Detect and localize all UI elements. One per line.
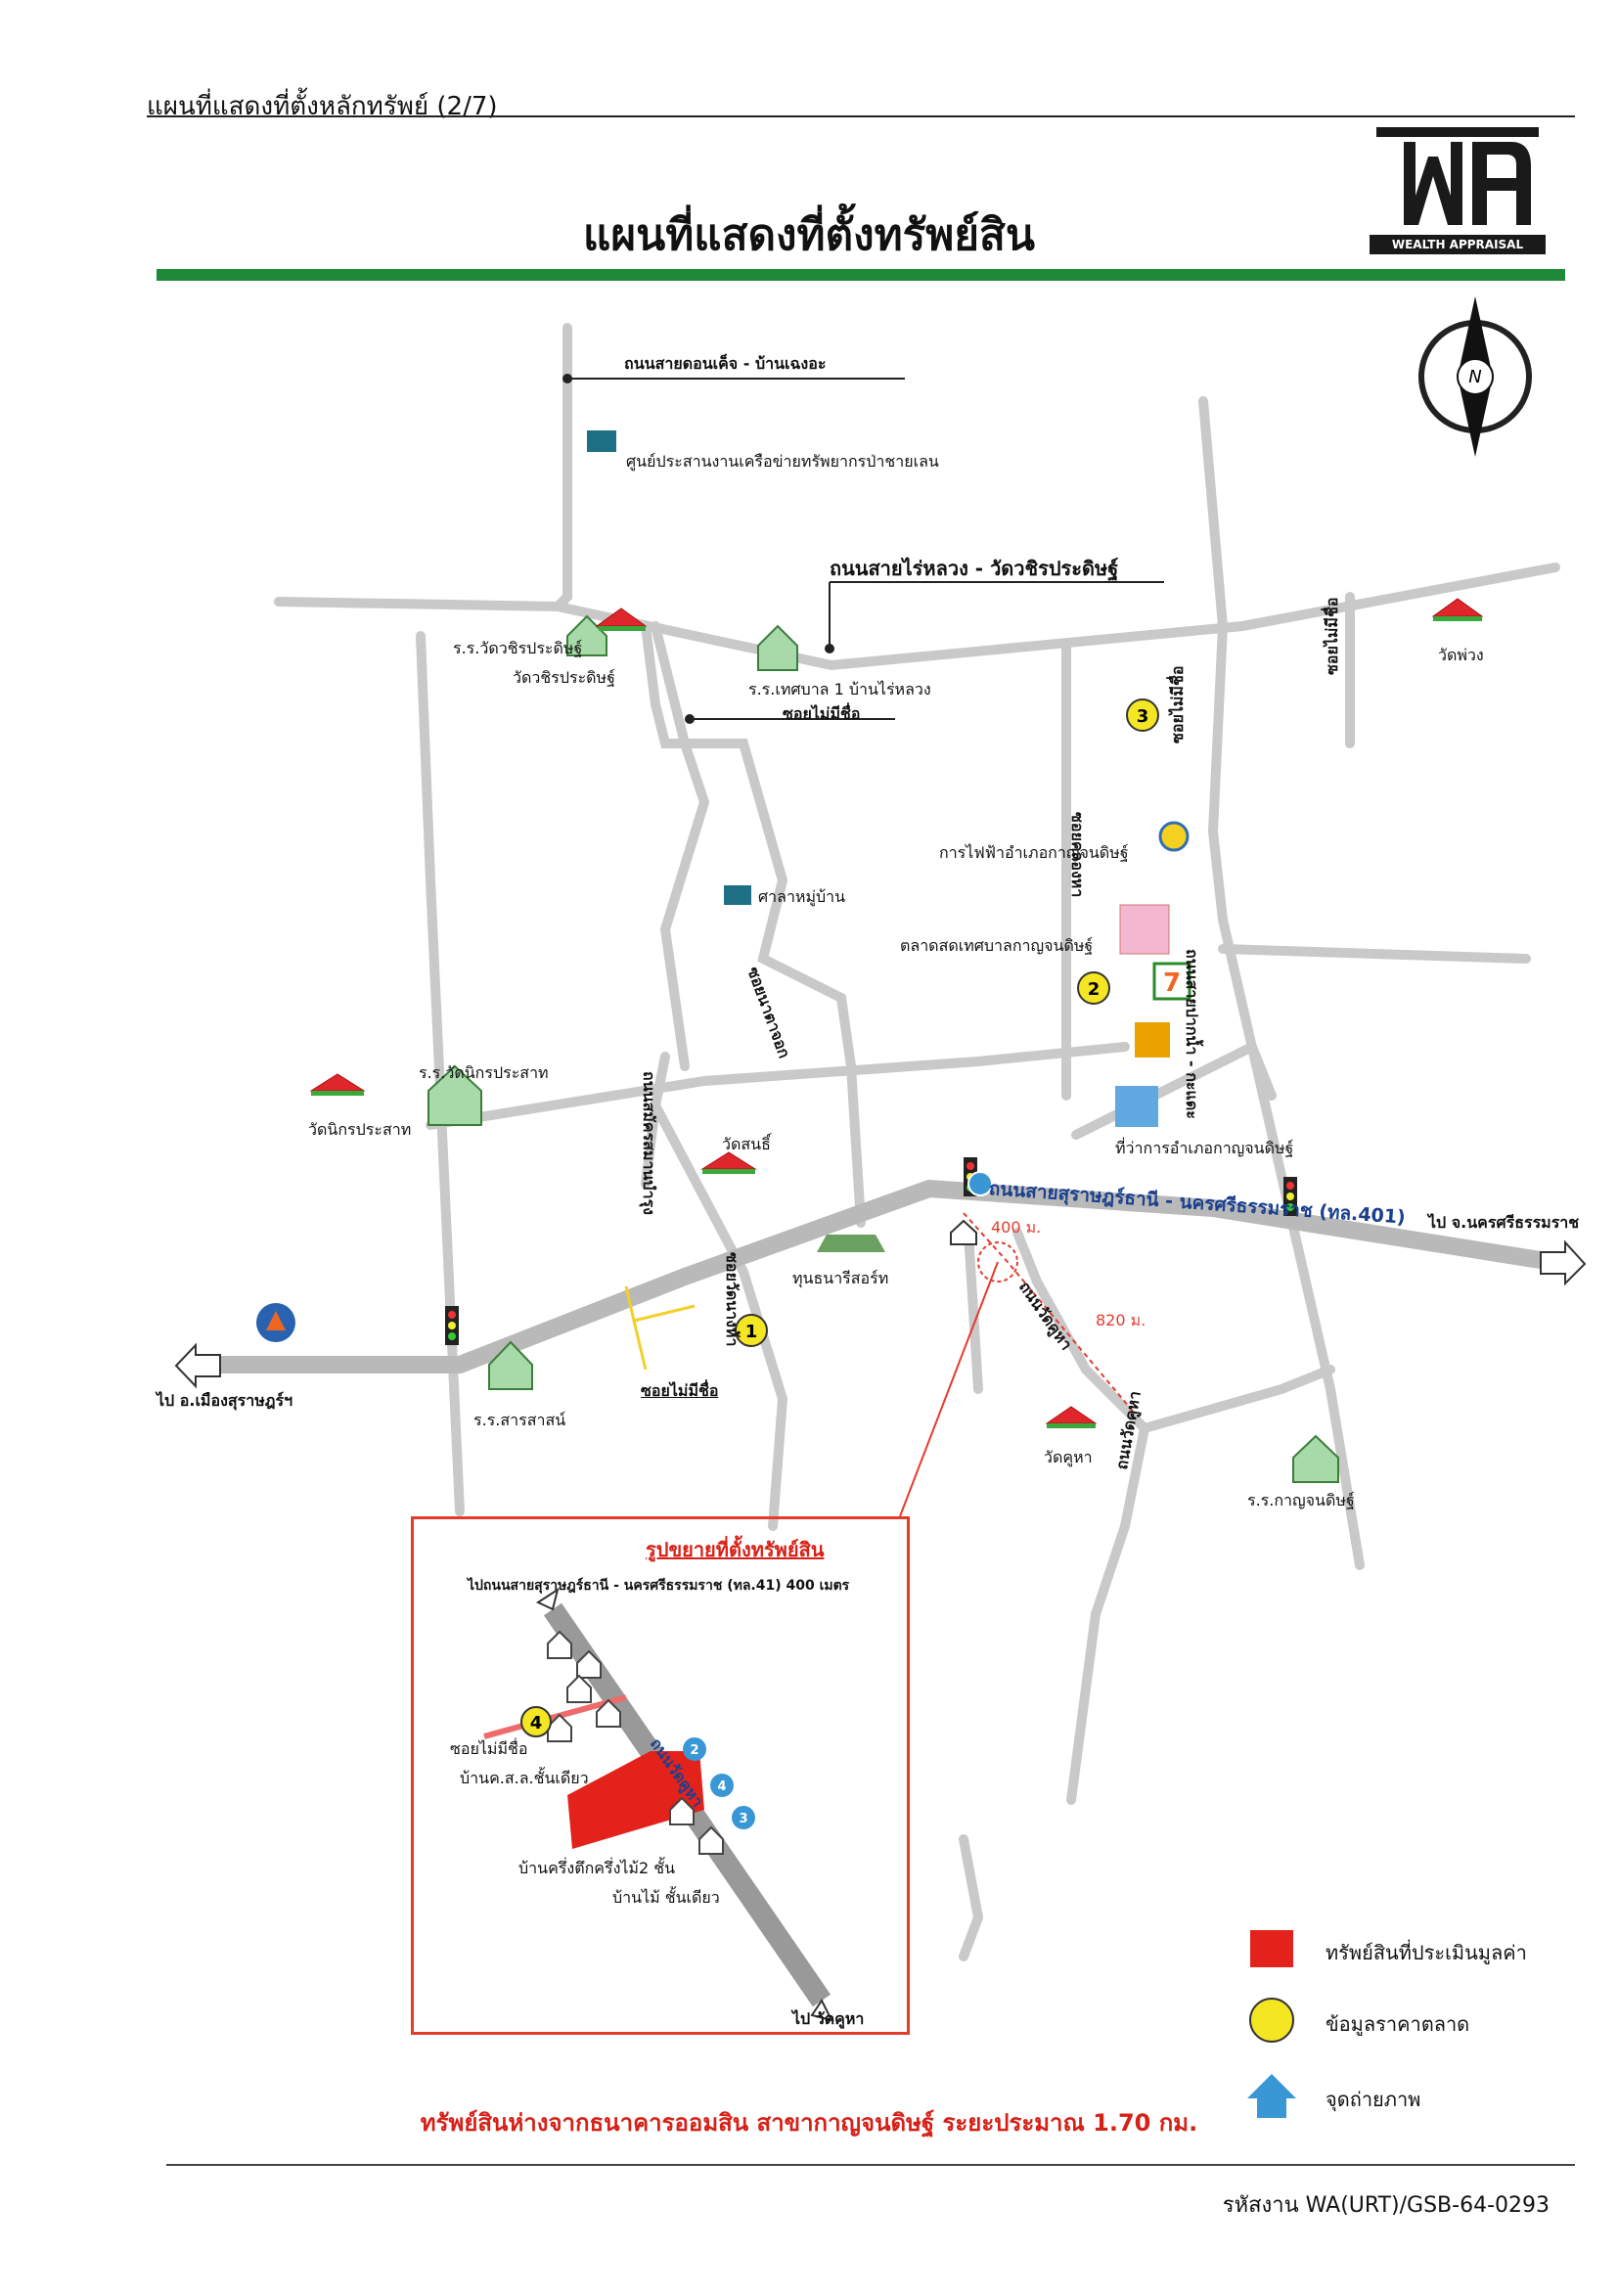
legend-photo-label: จุดถ่ายภาพ bbox=[1326, 2088, 1421, 2111]
inset-map: 4 2 4 3 bbox=[483, 1587, 833, 2022]
distance-820: 820 ม. bbox=[1096, 1311, 1146, 1329]
place-electric: การไฟฟ้าอำเภอกาญจนดิษฐ์ bbox=[939, 843, 1129, 862]
place-school-wachira: ร.ร.วัดวชิรประดิษฐ์ bbox=[453, 639, 583, 657]
destination-surat: ไป อ.เมืองสุราษฎร์ฯ bbox=[157, 1391, 293, 1410]
market-marker: 1 2 3 bbox=[735, 698, 1159, 1347]
svg-text:3: 3 bbox=[1137, 706, 1149, 727]
electric-icon bbox=[1158, 821, 1190, 852]
district-office-icon bbox=[1115, 1086, 1158, 1127]
place-school-nikon: ร.ร.วัดนิกรประสาท bbox=[419, 1063, 549, 1082]
svg-text:N: N bbox=[1468, 367, 1481, 387]
house-icon bbox=[547, 1630, 724, 1855]
village-hall-icon bbox=[724, 885, 751, 905]
inset-house-b: บ้านครึ่งตึกครึ่งไม้2 ชั้น bbox=[518, 1859, 676, 1877]
svg-text:7: 7 bbox=[1163, 968, 1181, 998]
legend-property-icon bbox=[1250, 1930, 1293, 1967]
road-network bbox=[274, 323, 1560, 1961]
distance-400: 400 ม. bbox=[991, 1218, 1042, 1237]
place-wat-wachira: วัดวชิรประดิษฐ์ bbox=[513, 668, 615, 687]
place-village-hall: ศาลาหมู่บ้าน bbox=[758, 887, 846, 906]
title-bar bbox=[157, 269, 1565, 281]
svg-text:1: 1 bbox=[745, 1322, 758, 1342]
logo-caption: WEALTH APPRAISAL bbox=[1370, 235, 1546, 254]
svg-text:3: 3 bbox=[739, 1812, 747, 1826]
place-market: ตลาดสดเทศบาลกาญจนดิษฐ์ bbox=[900, 936, 1094, 955]
place-resort: ทุนธนารีสอร์ท bbox=[792, 1269, 889, 1287]
place-wat-sonthi: วัดสนธิ์ bbox=[722, 1135, 771, 1153]
svg-text:2: 2 bbox=[1088, 979, 1101, 1000]
inset-title: รูปขยายที่ตั้งทรัพย์สิน bbox=[646, 1538, 825, 1561]
road-label-main-top: ถนนสายไร่หลวง - วัดวชิรประดิษฐ์ bbox=[830, 557, 1119, 580]
place-wat-phuang: วัดพ่วง bbox=[1438, 646, 1484, 664]
arrow-surat-icon bbox=[174, 1342, 221, 1389]
distance-note: ทรัพย์สินห่างจากธนาคารออมสิน สาขากาญจนดิ… bbox=[420, 2109, 1198, 2137]
place-district-office: ที่ว่าการอำเภอกาญจนดิษฐ์ bbox=[1115, 1139, 1294, 1157]
house-icon bbox=[950, 1219, 977, 1245]
page-title: แผนที่แสดงที่ตั้งทรัพย์สิน bbox=[583, 210, 1035, 260]
legend-photo-icon bbox=[1247, 2074, 1296, 2118]
place-school-saran: ร.ร.สารสาสน์ bbox=[473, 1411, 566, 1429]
place-school-municipal: ร.ร.เทศบาล 1 บ้านไร่หลวง bbox=[748, 680, 931, 698]
legend-market-label: ข้อมูลราคาตลาด bbox=[1326, 2012, 1470, 2036]
wealth-appraisal-logo bbox=[1370, 122, 1546, 235]
legend-market-icon bbox=[1249, 1998, 1294, 2043]
road-label-pak-nam: ถนนสายปากน้ำ - กะแดะ bbox=[1183, 949, 1201, 1119]
inset-to-wat: ไป วัดคูหา bbox=[792, 2009, 865, 2028]
inset-box bbox=[411, 1516, 910, 2035]
place-wat-nikon: วัดนิกรประสาท bbox=[308, 1120, 412, 1139]
road-label-soi-4: ซอยไม่มีชื่อ bbox=[641, 1381, 719, 1400]
header-rule bbox=[147, 115, 1575, 117]
property-parcel bbox=[567, 1751, 704, 1849]
svg-text:2: 2 bbox=[690, 1743, 698, 1758]
road-label-soi-khanom: ถนนสมัครสมานบำรุง bbox=[640, 1071, 658, 1215]
grass-icon bbox=[311, 616, 1482, 1428]
compass-icon: N bbox=[1418, 296, 1532, 457]
photo-point-icon: 2 4 3 bbox=[683, 1737, 755, 1829]
place-school-kanchanadit: ร.ร.กาญจนดิษฐ์ bbox=[1247, 1491, 1355, 1509]
legend-property-label: ทรัพย์สินที่ประเมินมูลค่า bbox=[1326, 1941, 1527, 1964]
document-code: รหัสงาน WA(URT)/GSB-64-0293 bbox=[1222, 2193, 1550, 2218]
road-label-soi-3: ซอยไม่มีชื่อ bbox=[1168, 665, 1187, 743]
road-label-north: ถนนสายดอนเค็จ - บ้านเฉงอะ bbox=[624, 354, 827, 373]
bank-icon bbox=[1135, 1022, 1170, 1058]
inset-house-c: บ้านไม้ ชั้นเดียว bbox=[612, 1888, 720, 1907]
inset-top-note: ไปถนนสายสุราษฎร์ธานี - นครศรีธรรมราช (ทล… bbox=[468, 1578, 850, 1594]
arrow-nakhon-icon bbox=[1540, 1239, 1587, 1286]
footer-rule bbox=[166, 2164, 1575, 2166]
svg-text:4: 4 bbox=[717, 1779, 726, 1794]
svg-text:4: 4 bbox=[530, 1713, 543, 1733]
place-center-forest: ศูนย์ประสานงานเครือข่ายทรัพยากรป่าชายเลน bbox=[626, 452, 939, 471]
road-label-soi-2: ซอยไม่มีชื่อ bbox=[1323, 597, 1341, 675]
destination-nakhon: ไป จ.นครศรีธรรมราช bbox=[1428, 1213, 1580, 1232]
highway-401 bbox=[191, 1179, 1567, 1373]
inset-soi-label: ซอยไม่มีชื่อ bbox=[450, 1739, 528, 1758]
legend-icons bbox=[1247, 1930, 1296, 2118]
market-icon bbox=[1119, 904, 1170, 955]
road-label-soi-wat-nang: ซอยวัดนางห้า bbox=[723, 1252, 742, 1347]
convenience-store-icon bbox=[1152, 962, 1191, 1001]
inset-house-a: บ้านค.ส.ล.ชั้นเดียว bbox=[460, 1769, 589, 1787]
resort-icon bbox=[817, 1235, 885, 1252]
place-wat-khuha: วัดคูหา bbox=[1044, 1448, 1093, 1466]
road-label-soi-1: ซอยไม่มีชื่อ bbox=[783, 704, 861, 723]
forest-center-icon bbox=[587, 430, 616, 452]
